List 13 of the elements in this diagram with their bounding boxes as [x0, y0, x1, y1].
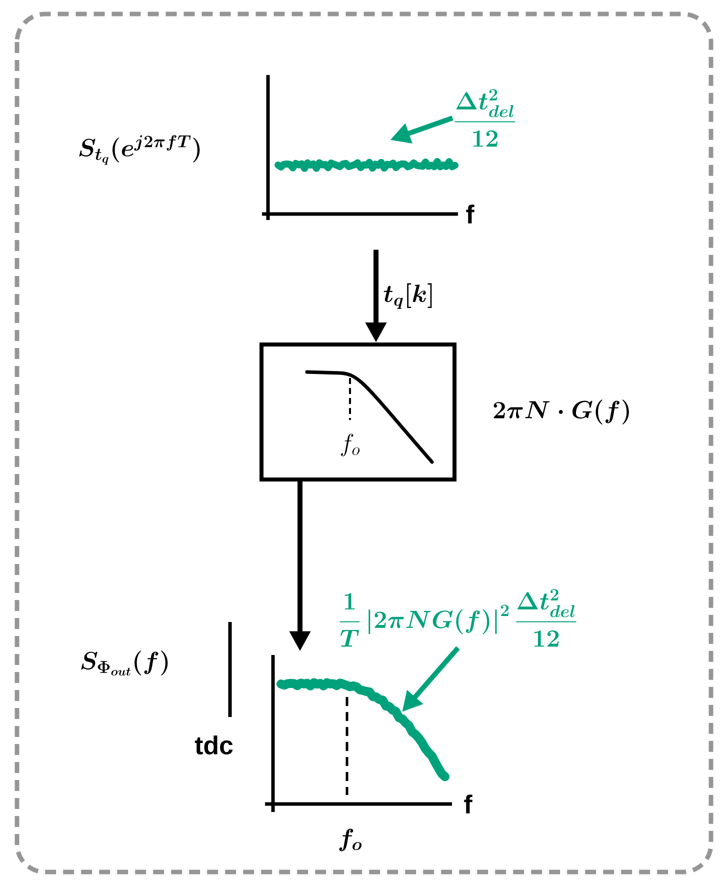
cutoff-label: $f_{o}$	[340, 434, 360, 456]
axis-label: $S_{t_q}(e^{j2\pi fT})$	[79, 135, 200, 165]
formula: $\frac{\Delta t_{del}^{2}}{12}$	[454, 89, 516, 147]
axis-label: f	[466, 204, 474, 224]
formula: $\frac{1}{T}\left|2\pi NG(f)\right|^{2}\frac{\Delta t_{del}^{2}}{12}$	[340, 589, 576, 647]
filter-box	[260, 342, 456, 482]
transfer-label: $2\pi N\cdot G(f)$	[494, 400, 629, 424]
axis-label: $S_{\Phi_{out}}(f)$	[81, 650, 168, 676]
axis-label: f	[464, 794, 472, 814]
tick-label: $f_{o}$	[339, 828, 362, 852]
edge-label: $t_{q}[k]$	[382, 282, 436, 310]
axis-label: tdc	[194, 736, 233, 754]
plot-drawing	[265, 655, 452, 812]
